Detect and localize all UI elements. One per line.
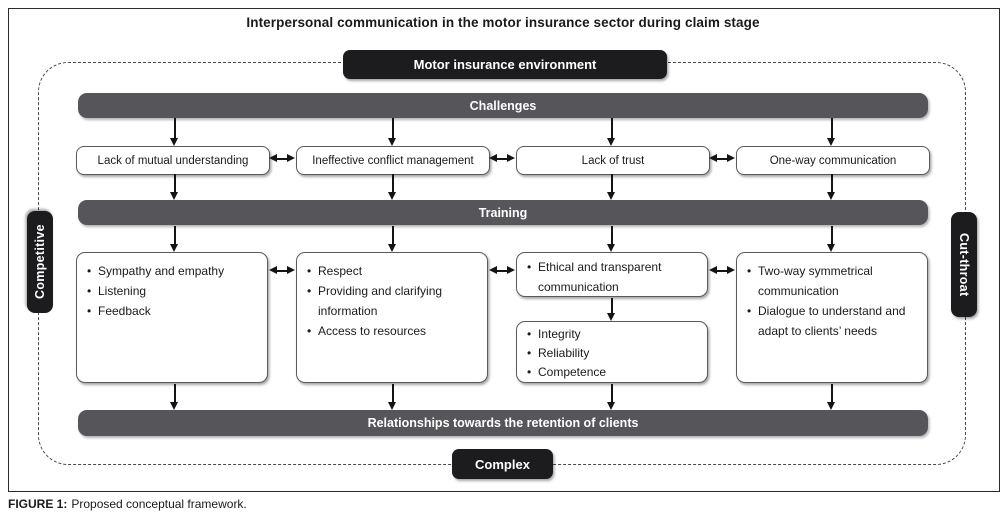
environment-label-right: Cut-throat: [951, 212, 977, 317]
training-box-ethics: Ethical and transparent communication: [516, 252, 708, 297]
challenge-box-2: Ineffective conflict management: [296, 146, 490, 175]
bullet-list: Integrity Reliability Competence: [517, 322, 707, 385]
environment-label-bottom: Complex: [452, 449, 553, 479]
figure-title: Interpersonal communication in the motor…: [246, 15, 760, 30]
bullet-list: Two-way symmetrical communication Dialog…: [737, 253, 927, 349]
bullet-item: Integrity: [527, 325, 699, 344]
training-box-dialogue: Two-way symmetrical communication Dialog…: [736, 252, 928, 383]
challenge-box-3: Lack of trust: [516, 146, 710, 175]
bullet-item: Providing and clarifying information: [307, 281, 479, 321]
bullet-list: Respect Providing and clarifying informa…: [297, 253, 487, 349]
bullet-item: Sympathy and empathy: [87, 261, 259, 281]
down-arrow: [608, 384, 615, 410]
bullet-item: Reliability: [527, 344, 699, 363]
down-arrow: [389, 384, 396, 410]
bullet-list: Ethical and transparent communication: [517, 253, 707, 301]
down-arrow: [828, 384, 835, 410]
training-box-ethics-outcomes: Integrity Reliability Competence: [516, 321, 708, 383]
training-box-support: Respect Providing and clarifying informa…: [296, 252, 488, 383]
down-arrow: [608, 118, 615, 146]
down-arrow: [389, 118, 396, 146]
down-arrow: [171, 118, 178, 146]
caption-label: FIGURE 1:: [8, 497, 68, 511]
down-arrow: [828, 174, 835, 200]
challenge-box-1: Lack of mutual understanding: [76, 146, 270, 175]
challenge-box-4: One-way communication: [736, 146, 930, 175]
bullet-item: Dialogue to understand and adapt to clie…: [747, 301, 919, 341]
environment-label-top: Motor insurance environment: [343, 50, 667, 79]
down-arrow: [171, 226, 178, 252]
double-arrow: [269, 154, 295, 163]
training-band: Training: [78, 200, 928, 225]
bullet-item: Competence: [527, 363, 699, 382]
outcome-band: Relationships towards the retention of c…: [78, 410, 928, 436]
double-arrow: [489, 154, 515, 163]
bullet-item: Ethical and transparent communication: [527, 257, 699, 297]
training-box-interpersonal: Sympathy and empathy Listening Feedback: [76, 252, 268, 383]
double-arrow: [489, 266, 515, 275]
bullet-list: Sympathy and empathy Listening Feedback: [77, 253, 267, 329]
down-arrow: [389, 226, 396, 252]
double-arrow: [269, 266, 295, 275]
down-arrow: [828, 118, 835, 146]
challenges-band: Challenges: [78, 93, 928, 118]
bullet-item: Two-way symmetrical communication: [747, 261, 919, 301]
down-arrow: [171, 384, 178, 410]
down-arrow: [608, 174, 615, 200]
down-arrow: [171, 174, 178, 200]
down-arrow: [828, 226, 835, 252]
figure-caption: FIGURE 1:Proposed conceptual framework.: [8, 497, 247, 511]
double-arrow: [709, 154, 735, 163]
bullet-item: Listening: [87, 281, 259, 301]
bullet-item: Access to resources: [307, 321, 479, 341]
down-arrow: [389, 174, 396, 200]
down-arrow: [608, 226, 615, 252]
bullet-item: Feedback: [87, 301, 259, 321]
bullet-item: Respect: [307, 261, 479, 281]
down-arrow: [608, 298, 615, 321]
caption-text: Proposed conceptual framework.: [71, 497, 247, 511]
double-arrow: [709, 266, 735, 275]
environment-label-left: Competitive: [27, 211, 53, 313]
